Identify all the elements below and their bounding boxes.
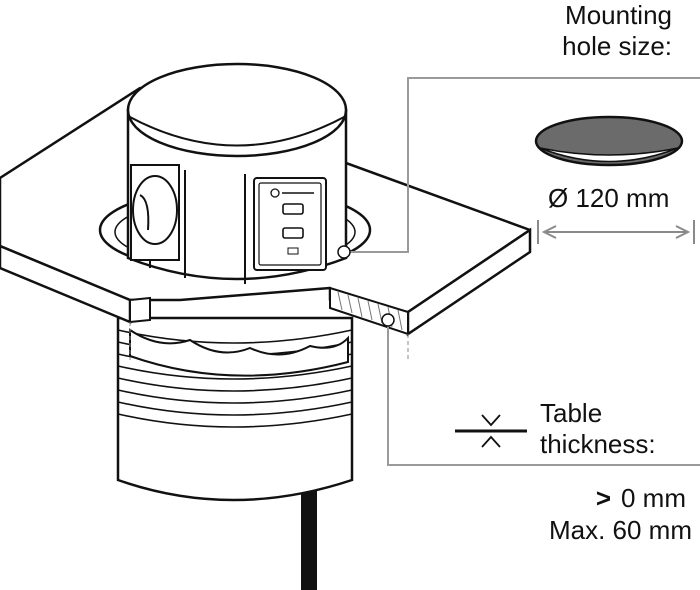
socket-hole	[132, 175, 178, 245]
tower-lid	[126, 62, 348, 158]
usb-port-icon	[282, 227, 304, 239]
housing-cylinder	[116, 316, 354, 502]
usb-port-icon	[282, 203, 304, 215]
usb-panel	[253, 177, 327, 271]
greater-than-symbol: >	[595, 483, 611, 513]
diameter-value: Ø 120 mm	[548, 183, 670, 213]
thickness-min: >0 mm	[596, 483, 686, 514]
diameter-arrow	[537, 220, 695, 244]
mounting-title-line1: Mounting	[565, 0, 672, 30]
leader-dot	[337, 245, 351, 259]
leader-dot	[381, 313, 395, 327]
brand-logo-icon	[270, 188, 280, 198]
clamp-nut	[129, 328, 349, 377]
mounting-hole-label: Mounting hole size:	[562, 0, 672, 62]
power-cord	[301, 470, 317, 590]
thickness-max: Max. 60 mm	[548, 515, 692, 545]
thickness-title-line1: Table	[540, 398, 603, 428]
thickness-icon	[455, 414, 527, 448]
table-thickness-label: Table thickness:	[540, 398, 656, 460]
mounting-hole	[534, 115, 684, 167]
mounting-title-line2: hole size:	[562, 31, 672, 61]
leader-lines	[344, 77, 700, 466]
thickness-title-line2: thickness:	[540, 429, 656, 459]
thickness-min-value: 0 mm	[621, 483, 686, 513]
popup-tower	[126, 62, 348, 284]
